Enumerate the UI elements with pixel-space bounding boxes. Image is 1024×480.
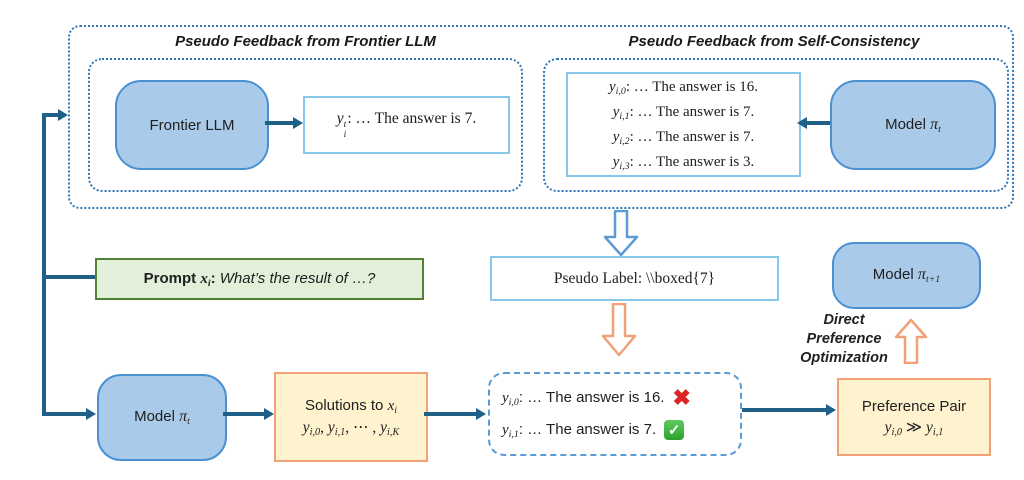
cross-icon: ✖ xyxy=(672,385,691,410)
samples-box: yi,0: … The answer is 16. yi,1: … The an… xyxy=(566,72,801,177)
model-pi-t-bottom-label: Model πt xyxy=(134,408,190,428)
solutions-box: Solutions to xi yi,0, yi,1, ⋯ , yi,K xyxy=(274,372,428,462)
sample-line: yi,3: … The answer is 3. xyxy=(612,153,755,172)
flow-spine-top-line xyxy=(44,113,59,117)
prompt-box: Prompt xi: What’s the result of …? xyxy=(95,258,424,300)
pseudo-feedback-outer-box xyxy=(68,25,1014,209)
sample-line: yi,0: … The answer is 16. xyxy=(608,78,759,97)
flow-spine-prompt-line xyxy=(44,275,95,279)
frontier-arrow-line xyxy=(265,121,294,125)
solutions-line2: yi,0, yi,1, ⋯ , yi,K xyxy=(302,419,400,439)
solutions-arrow-head-icon xyxy=(264,408,274,420)
judge-row: yi,0: … The answer is 16. ✖ xyxy=(502,385,728,410)
prompt-text: Prompt xi: What’s the result of …? xyxy=(143,269,376,289)
self-consistency-panel-box xyxy=(543,58,1009,192)
flow-spine-bottom-arrow-head-icon xyxy=(86,408,96,420)
self-consistency-panel-title: Pseudo Feedback from Self-Consistency xyxy=(628,33,920,50)
preference-arrow-line xyxy=(742,408,827,412)
judge-row-text: yi,0: … The answer is 16. xyxy=(502,388,665,408)
solutions-line1: Solutions to xi xyxy=(305,397,397,417)
frontier-llm-label: Frontier LLM xyxy=(149,116,235,134)
preference-arrow-head-icon xyxy=(826,404,836,416)
preference-pair-box: Preference Pair yi,0 ≫ yi,1 xyxy=(837,378,991,456)
flow-spine-bottom-line xyxy=(44,412,87,416)
check-icon: ✓ xyxy=(664,420,685,440)
model-pi-t-top-label: Model πt xyxy=(885,115,941,135)
judge-row: yi,1: … The answer is 7. ✓ xyxy=(502,420,728,440)
self-consistency-arrow-head-icon xyxy=(797,117,807,129)
frontier-llm-node: Frontier LLM xyxy=(115,80,269,170)
judge-box: yi,0: … The answer is 16. ✖ yi,1: … The … xyxy=(488,372,742,456)
flow-spine-vertical-line xyxy=(42,113,46,416)
frontier-panel-box xyxy=(88,58,523,192)
judge-arrow-line xyxy=(424,412,477,416)
flow-spine-top-arrow-head-icon xyxy=(58,109,68,121)
pseudo-label-box: Pseudo Label: \\boxed{7} xyxy=(490,256,779,301)
down-block-arrow-icon xyxy=(603,210,639,256)
model-pi-t-top-node: Model πt xyxy=(830,80,996,170)
model-pi-t1-label: Model πt+1 xyxy=(872,266,941,286)
pseudo-label-text: Pseudo Label: \\boxed{7} xyxy=(553,269,716,287)
dpo-label: Direct Preference Optimization xyxy=(800,312,888,366)
judge-row-text: yi,1: … The answer is 7. xyxy=(502,420,657,440)
sample-line: yi,1: … The answer is 7. xyxy=(612,103,755,122)
preference-pair-title: Preference Pair xyxy=(861,397,967,415)
model-pi-t-bottom-node: Model πt xyxy=(97,374,227,461)
down-block-arrow-orange-icon xyxy=(601,303,637,357)
sample-line: yi,2: … The answer is 7. xyxy=(612,128,755,147)
up-block-arrow-icon xyxy=(894,318,928,364)
judge-arrow-head-icon xyxy=(476,408,486,420)
model-pi-t1-node: Model πt+1 xyxy=(832,242,981,309)
frontier-panel-title: Pseudo Feedback from Frontier LLM xyxy=(175,33,436,50)
frontier-arrow-head-icon xyxy=(293,117,303,129)
self-consistency-arrow-line xyxy=(806,121,830,125)
solutions-arrow-line xyxy=(223,412,265,416)
preference-pair-expr: yi,0 ≫ yi,1 xyxy=(884,418,944,438)
